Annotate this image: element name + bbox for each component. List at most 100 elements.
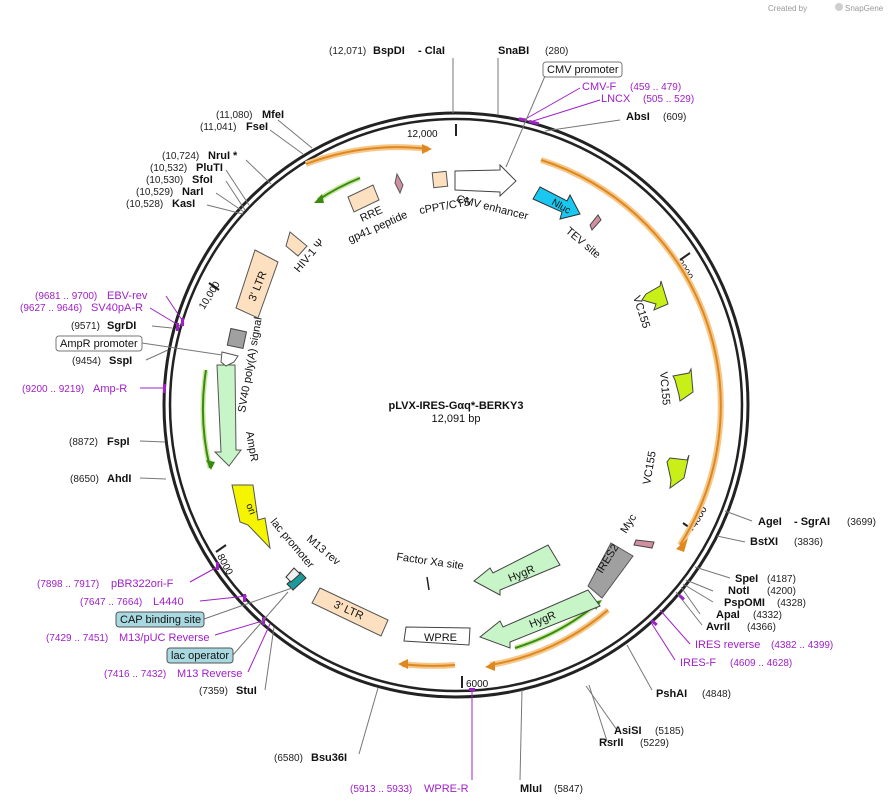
primer-marks [163, 117, 685, 691]
snapgene-logo-icon [835, 3, 843, 11]
enzyme-name-mfei: MfeI [262, 109, 284, 121]
enzyme-name-stui: StuI [236, 685, 257, 697]
cppt-label: cPPT/CTS [418, 196, 471, 217]
lac-operator-box [166, 647, 234, 664]
hygr-arrow-2 [478, 589, 601, 649]
primer-leaders [140, 87, 691, 780]
tick-label-10000: 10,000 [197, 279, 223, 311]
primer-name-sv40pa-r: SV40pA-R [91, 302, 143, 314]
enzyme-name-sgrai: - SgrAI [794, 516, 830, 528]
orf-arc-right-halo [540, 157, 724, 547]
enzyme-pos-mlui: (5847) [554, 784, 583, 795]
enzyme-pos-absi: (609) [663, 112, 686, 123]
enzyme-name-agei: AgeI [758, 516, 782, 528]
lac-operator-label: lac operator [171, 650, 229, 662]
enzyme-name-bsu36i: Bsu36I [311, 752, 347, 764]
myc-tag-shape [633, 539, 655, 549]
ampr-promoter-box [55, 335, 143, 352]
enzyme-name-pspomi: PspOMI [724, 597, 765, 609]
primer-pos-lncx: (505 .. 529) [643, 94, 694, 105]
enzyme-name-spei: SpeI [735, 573, 758, 585]
wpre-label: WPRE [424, 632, 457, 644]
enzyme-pos-sspi: (9454) [72, 356, 101, 367]
primer-pos-sv40pa-r: (9627 .. 9646) [20, 303, 82, 314]
ampr-promoter-shape [220, 351, 239, 367]
enzyme-pos-nrui: (10,724) [162, 151, 199, 162]
factor-xa-mark [426, 576, 430, 591]
ampr-label: AmpR [243, 430, 260, 462]
orf-arc-ires [489, 609, 609, 666]
vc155-label-2: VC155 [657, 371, 672, 406]
orf-arc-top [305, 146, 429, 165]
factor-xa-label: Factor Xa site [396, 551, 465, 572]
cmv-promoter-leader [505, 75, 546, 168]
enzyme-name-nrui: NruI * [208, 150, 238, 162]
enzyme-name-fsei: FseI [246, 121, 268, 133]
primer-pos-wpre-r: (5913 .. 5933) [350, 784, 412, 795]
gp41-shape [394, 172, 404, 195]
enzyme-name-sgrdi: SgrDI [107, 320, 136, 332]
enzyme-pos-sgrdi: (9571) [71, 321, 100, 332]
enzyme-pos-agei: (3699) [847, 517, 876, 528]
tev-site-shape [589, 214, 602, 231]
green-arc-left-head [206, 460, 215, 470]
wpre-box [403, 626, 471, 646]
hygr-arrow-1 [473, 544, 561, 596]
cmv-promoter-box [542, 61, 623, 78]
vc155-arrow-1 [641, 280, 669, 311]
enzyme-pos-bstxi: (3836) [794, 537, 823, 548]
enzyme-pos-asisi: (5185) [655, 726, 684, 737]
enzyme-pos-apai: (4332) [753, 610, 782, 621]
primer-pos-ebv-rev: (9681 .. 9700) [35, 291, 97, 302]
primer-name-pbr322ori-f: pBR322ori-F [111, 578, 174, 590]
ltr-box-left [235, 249, 279, 319]
cppt-box [431, 170, 449, 189]
vc155-arrow-3 [666, 454, 690, 490]
enzyme-name-bstxi: BstXI [750, 536, 778, 548]
ampr-promoter-leader [141, 342, 223, 356]
primer-pos-m13-puc: (7429 .. 7451) [46, 633, 108, 644]
enzyme-pos-avrii: (4366) [747, 622, 776, 633]
primer-pos-l4440: (7647 .. 7664) [80, 597, 142, 608]
ires2-shape [587, 542, 634, 599]
enzyme-name-noti: NotI [728, 585, 749, 597]
enzyme-name-pshai: PshAI [656, 688, 687, 700]
tick-label-12000: 12,000 [407, 129, 438, 140]
ltr-box-bottom [311, 587, 389, 637]
primer-name-l4440: L4440 [153, 596, 184, 608]
enzyme-pos-nari: (10,529) [136, 187, 173, 198]
cmv-enhancer-arrow [454, 163, 517, 198]
enzyme-pos-fspi: (8872) [69, 437, 98, 448]
credit-brand: SnapGene [845, 4, 884, 13]
ampr-promoter-label: AmpR promoter [60, 338, 138, 350]
enzyme-name-pluti: PluTI [196, 162, 223, 174]
enzyme-name-asisi: AsiSI [614, 725, 642, 737]
enzyme-name-fspi: FspI [107, 436, 130, 448]
enzyme-pos-fsei: (11,041) [200, 122, 237, 133]
enzyme-name-rsrii: RsrII [599, 737, 623, 749]
rre-box [347, 184, 380, 213]
ampr-arrow [213, 364, 242, 467]
enzyme-pos-pluti: (10,532) [150, 163, 187, 174]
sv40-signal-shape [226, 327, 248, 350]
enzyme-pos-rsrii: (5229) [640, 738, 669, 749]
primer-name-cmv-f: CMV-F [582, 81, 617, 93]
vc155-arrow-2 [672, 367, 694, 402]
enzyme-pos-sfoi: (10,530) [146, 175, 183, 186]
vc155-label-3: VC155 [641, 450, 659, 485]
green-arc-top-head [314, 194, 324, 203]
orf-arc-ires-head [485, 661, 495, 671]
green-arc-left [201, 369, 211, 469]
primer-name-ires-f: IRES-F [680, 657, 716, 669]
backbone-inner-ring [168, 117, 744, 693]
enzyme-name-kasi: KasI [172, 198, 195, 210]
enzyme-name-bspdi: BspDI [373, 45, 405, 57]
enzyme-pos-ahdi: (8650) [70, 474, 99, 485]
primer-name-m13-reverse: M13 Reverse [177, 668, 242, 680]
lac-operator-leader [232, 591, 289, 656]
primer-pos-ires-reverse: (4382 .. 4399) [771, 640, 833, 651]
enzyme-name-snabi: SnaBI [498, 45, 529, 57]
cap-site-box [115, 611, 205, 628]
hiv-psi-box [285, 231, 308, 257]
